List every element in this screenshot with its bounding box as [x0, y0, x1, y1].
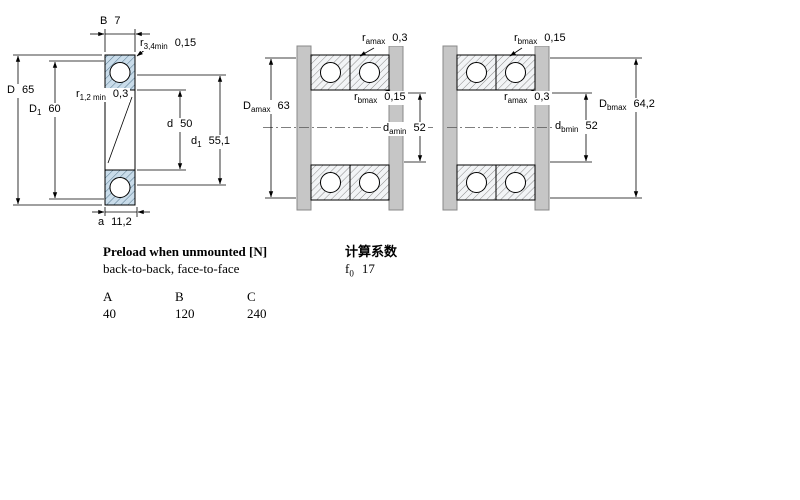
right-arrangement — [442, 45, 600, 211]
preload-class-b-header: B — [175, 289, 184, 304]
preload-subtitle: back-to-back, face-to-face — [103, 261, 240, 276]
preload-value-b: 120 — [175, 306, 195, 321]
left-bearing-section — [104, 54, 136, 206]
right-dimension-lines — [509, 47, 642, 199]
preload-value-c: 240 — [247, 306, 267, 321]
middle-dimension-lines — [265, 47, 426, 199]
preload-value-a: 40 — [103, 306, 116, 321]
preload-class-a-header: A — [103, 289, 113, 304]
preload-class-c-header: C — [247, 289, 256, 304]
preload-title: Preload when unmounted [N] — [103, 244, 268, 259]
calculation-factors-title: 计算系数 — [345, 244, 398, 259]
